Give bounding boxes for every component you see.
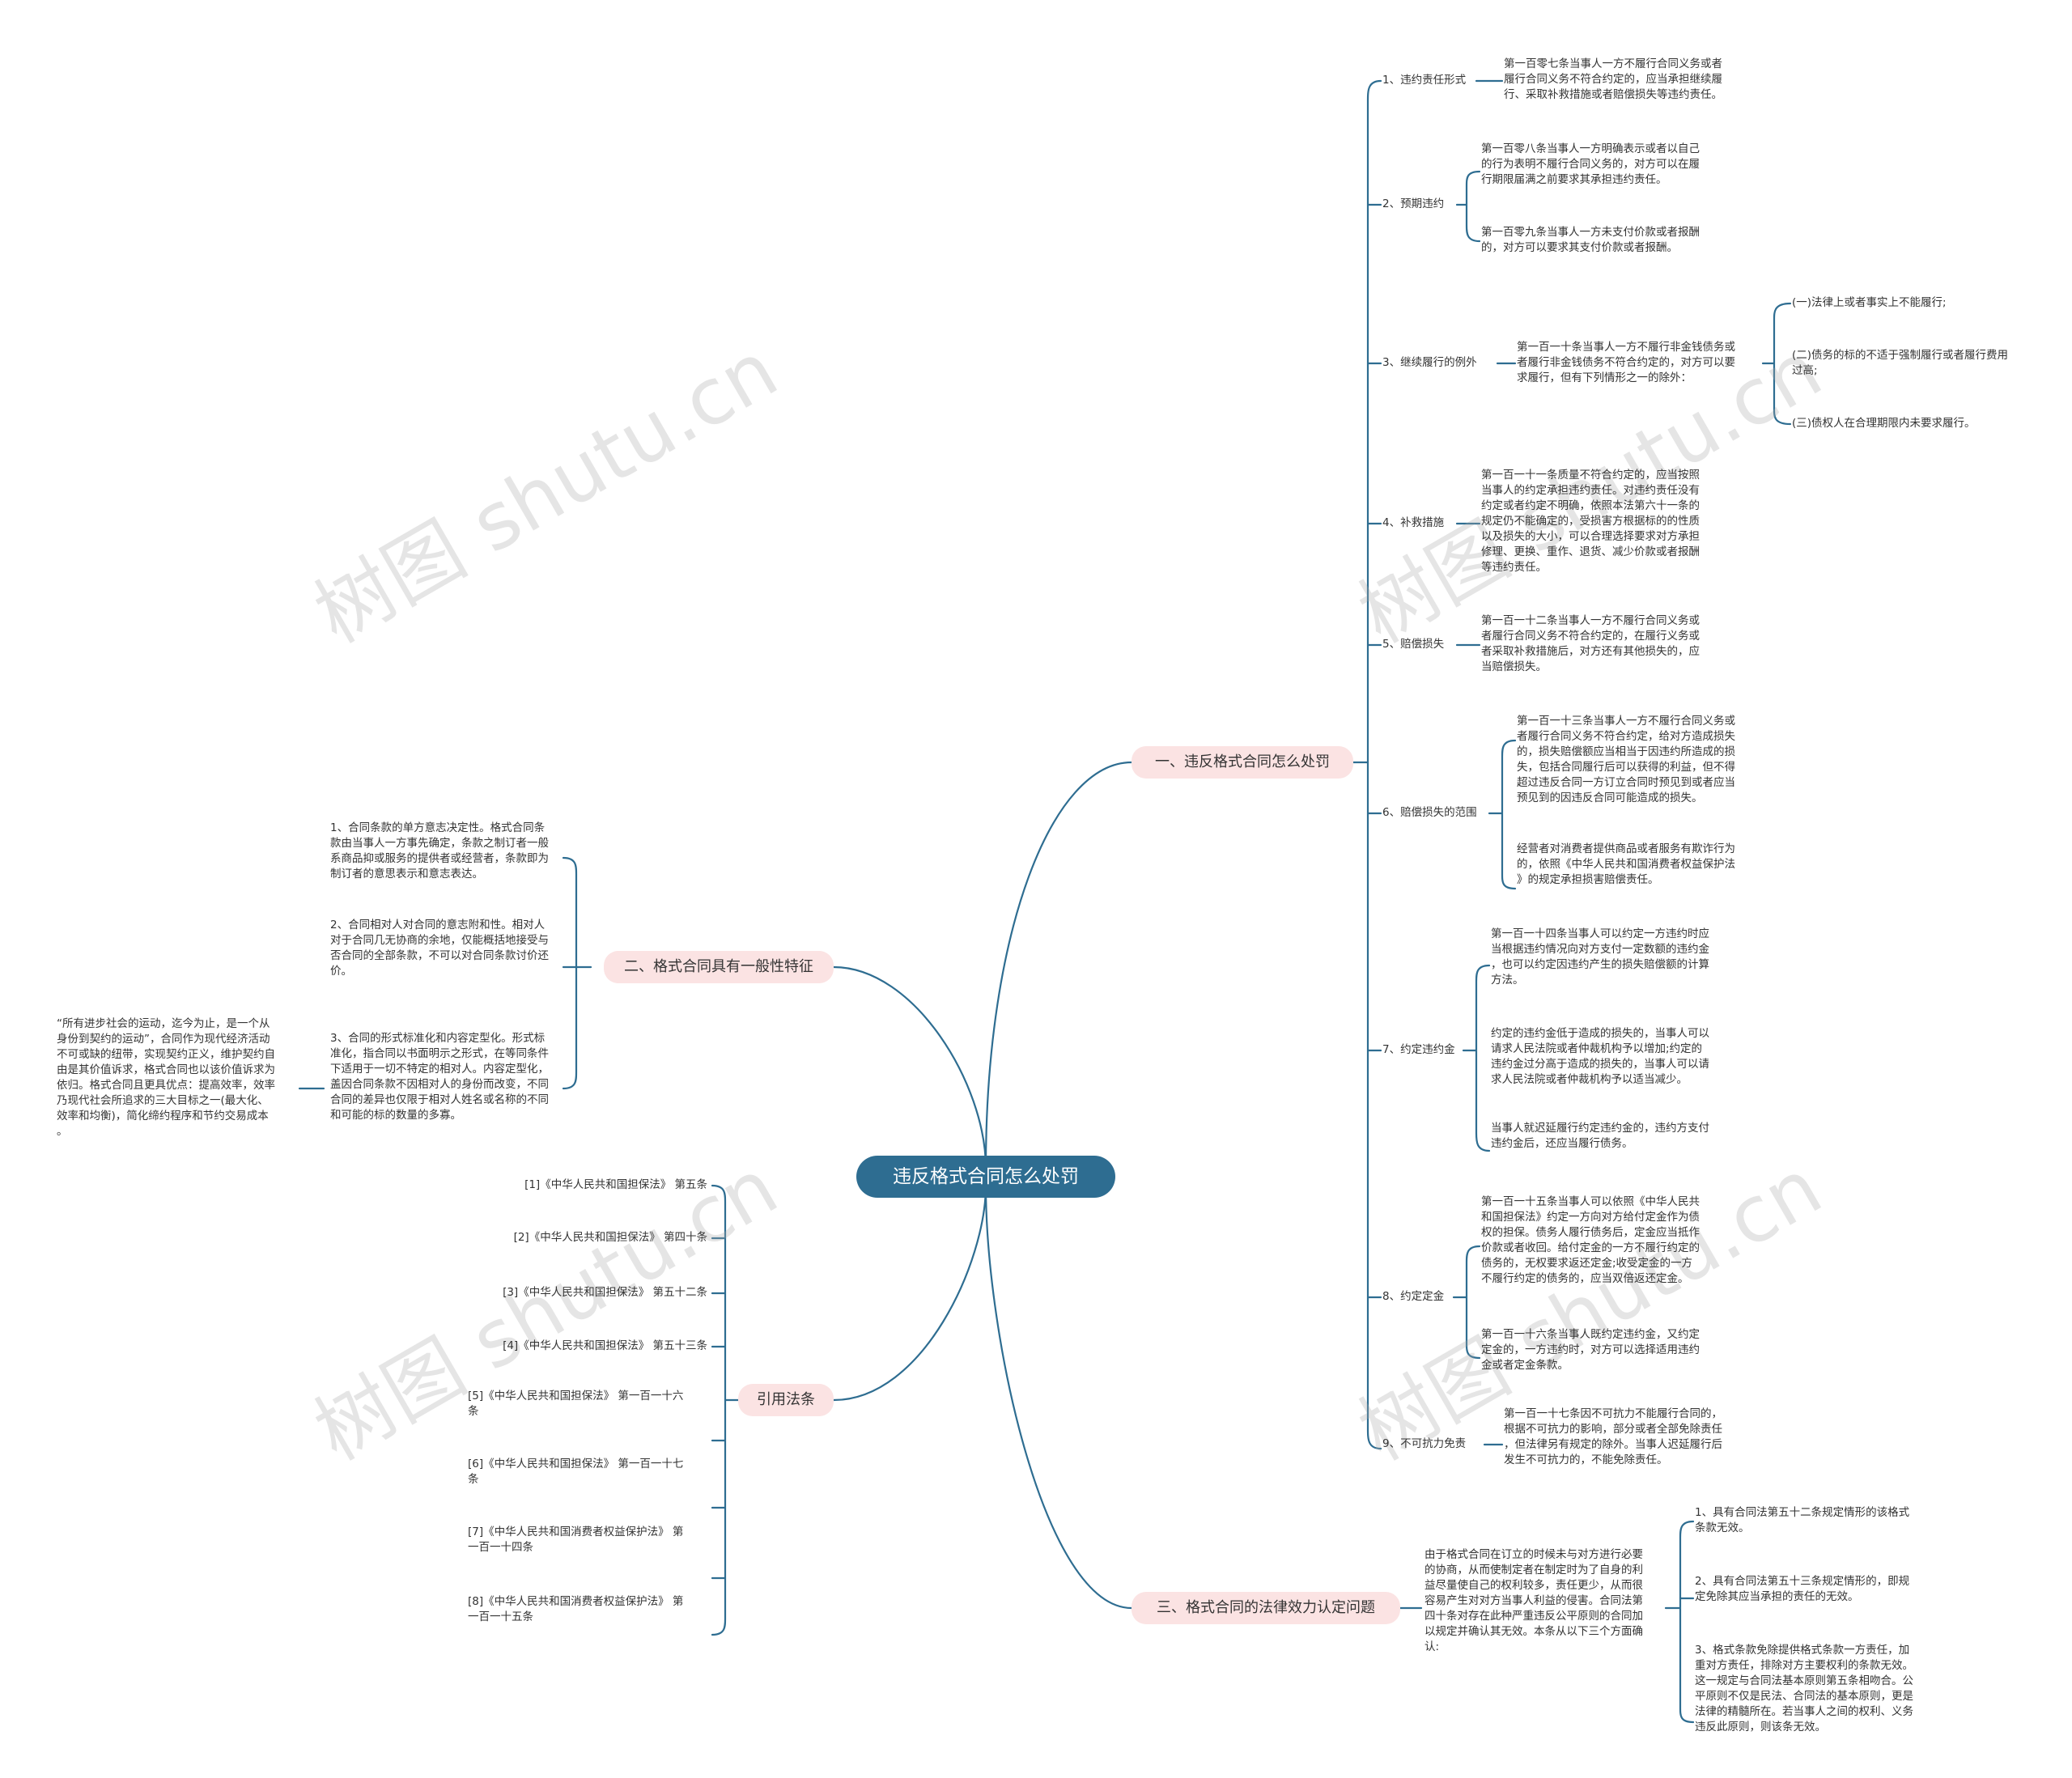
invalid-case-2: 2、具有合同法第五十三条规定情形的，即规 定免除其应当承担的责任的无效。	[1695, 1575, 1910, 1603]
item-text-adjust-penalty: 约定的违约金低于造成的损失的，当事人可以 请求人民法院或者仲裁机构予以增加;约定…	[1491, 1027, 1709, 1086]
item-text-art112: 第一百一十二条当事人一方不履行合同义务或 者履行合同义务不符合约定的，在履行义务…	[1481, 614, 1700, 673]
item-text-art108: 第一百零八条当事人一方明确表示或者以自己 的行为表明不履行合同义务的，对方可以在…	[1481, 142, 1700, 186]
item-label-remedies[interactable]: 4、补救措施	[1382, 516, 1445, 529]
branch-violation-penalty[interactable]: 一、违反格式合同怎么处罚	[1132, 746, 1353, 779]
link-root-b2	[832, 965, 987, 1169]
citation-2: [2]《中华人民共和国担保法》 第四十条	[513, 1231, 707, 1244]
link-root-b3	[832, 1184, 987, 1402]
item-label-force-majeure[interactable]: 9、不可抗力免责	[1382, 1437, 1467, 1450]
item-label-anticipatory-breach[interactable]: 2、预期违约	[1382, 197, 1445, 210]
citation-4: [4]《中华人民共和国担保法》 第五十三条	[503, 1339, 707, 1352]
legal-effect-intro: 由于格式合同在订立的时候未与对方进行必要 的协商，从而使制定者在制定时为了自身的…	[1424, 1548, 1643, 1653]
item-label-liability-form[interactable]: 1、违约责任形式	[1382, 74, 1467, 87]
item-label-specific-performance-exceptions[interactable]: 3、继续履行的例外	[1382, 356, 1477, 369]
citation-1: [1]《中华人民共和国担保法》 第五条	[524, 1178, 707, 1191]
item-text-art111: 第一百一十一条质量不符合约定的，应当按照 当事人的约定承担违约责任。对违约责任没…	[1481, 469, 1700, 574]
item-text-liability-form: 第一百零七条当事人一方不履行合同义务或者 履行合同义务不符合约定的，应当承担继续…	[1504, 57, 1722, 101]
item-label-deposit[interactable]: 8、约定定金	[1382, 1290, 1445, 1303]
item-label-compensation-scope[interactable]: 6、赔偿损失的范围	[1382, 806, 1477, 819]
item-label-compensation[interactable]: 5、赔偿损失	[1382, 638, 1445, 651]
bracket-i6	[1488, 739, 1517, 890]
citation-7: [7]《中华人民共和国消费者权益保护法》 第 一百一十四条	[468, 1526, 684, 1554]
bracket-i2	[1455, 170, 1481, 243]
item-text-delay-penalty: 当事人就迟延履行约定违约金的，违约方支付 违约金后，还应当履行债务。	[1491, 1122, 1709, 1150]
item-text-art114: 第一百一十四条当事人可以约定一方违约时应 当根据违约情况向对方支付一定数额的违约…	[1491, 927, 1709, 987]
watermark: 树图 shutu.cn	[300, 324, 792, 661]
item-text-art110: 第一百一十条当事人一方不履行非金钱债务或 者履行非金钱债务不符合约定的，对方可以…	[1517, 341, 1735, 384]
bracket-i7	[1462, 964, 1491, 1152]
branch-cited-laws[interactable]: 引用法条	[738, 1384, 834, 1416]
feature-unilateral-will: 1、合同条款的单方意志决定性。格式合同条 款由当事人一方事先确定，条款之制订者一…	[330, 821, 549, 881]
exception-3: (三)债权人在合理期限内未要求履行。	[1792, 417, 1976, 430]
root-topic[interactable]: 违反格式合同怎么处罚	[856, 1156, 1115, 1198]
item-text-art116: 第一百一十六条当事人既约定违约金，又约定 定金的，一方违约时，对方可以选择适用违…	[1481, 1328, 1700, 1372]
invalid-case-1: 1、具有合同法第五十二条规定情形的该格式 条款无效。	[1695, 1506, 1910, 1534]
link-root-b4	[984, 1184, 1133, 1610]
branch-general-features[interactable]: 二、格式合同具有一般性特征	[604, 951, 834, 983]
item-text-art117: 第一百一十七条因不可抗力不能履行合同的， 根据不可抗力的影响，部分或者全部免除责…	[1504, 1407, 1722, 1466]
item-text-art109: 第一百零九条当事人一方未支付价款或者报酬 的，对方可以要求其支付价款或者报酬。	[1481, 226, 1700, 254]
bracket-b4	[1664, 1520, 1695, 1724]
citation-6: [6]《中华人民共和国担保法》 第一百一十七 条	[468, 1458, 684, 1486]
feature-standardization: 3、合同的形式标准化和内容定型化。形式标 准化，指合同以书面明示之形式，在等同条…	[330, 1032, 549, 1122]
branch-legal-effect[interactable]: 三、格式合同的法律效力认定问题	[1132, 1592, 1400, 1624]
citation-5: [5]《中华人民共和国担保法》 第一百一十六 条	[468, 1390, 684, 1418]
feature-adhesion: 2、合同相对人对合同的意志附和性。相对人 对于合同几无协商的余地，仅能概括地接受…	[330, 919, 549, 978]
item-label-liquidated-damages[interactable]: 7、约定违约金	[1382, 1043, 1455, 1056]
invalid-case-3: 3、格式条款免除提供格式条款一方责任，加 重对方责任，排除对方主要权利的条款无效…	[1695, 1644, 1913, 1733]
link-root-b1	[984, 761, 1133, 1169]
citation-3: [3]《中华人民共和国担保法》 第五十二条	[503, 1286, 707, 1299]
item-text-consumer-fraud: 经营者对消费者提供商品或者服务有欺诈行为 的，依照《中华人民共和国消费者权益保护…	[1517, 842, 1735, 886]
citation-8: [8]《中华人民共和国消费者权益保护法》 第 一百一十五条	[468, 1595, 684, 1623]
exception-1: (一)法律上或者事实上不能履行;	[1792, 296, 1947, 309]
bracket-b1	[1366, 79, 1382, 1450]
exception-2: (二)债务的标的不适于强制履行或者履行费用 过高;	[1792, 349, 2009, 377]
feature-standardization-note: “所有进步社会的运动，迄今为止，是一个从 身份到契约的运动”，合同作为现代经济活…	[57, 1017, 275, 1138]
item-text-art115: 第一百一十五条当事人可以依照《中华人民共 和国担保法》约定一方向对方给付定金作为…	[1481, 1195, 1700, 1285]
item-text-art113: 第一百一十三条当事人一方不履行合同义务或 者履行合同义务不符合约定，给对方造成损…	[1517, 715, 1735, 804]
